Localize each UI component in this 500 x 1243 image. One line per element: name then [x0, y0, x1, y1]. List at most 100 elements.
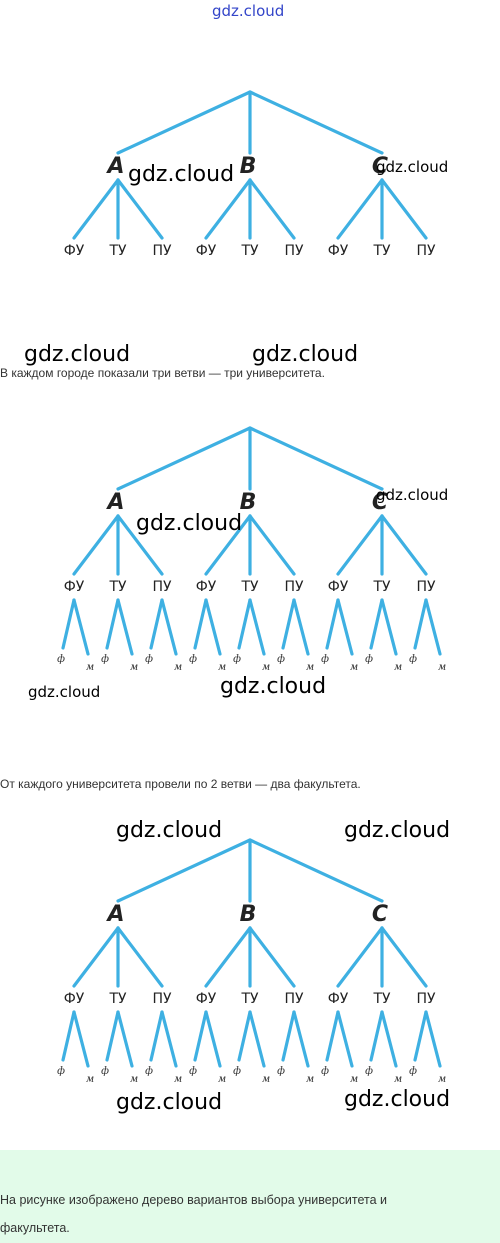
d2-uni-label-2-0: ФУ — [328, 579, 349, 595]
d3-city-label-1: B — [240, 902, 257, 927]
d2-uni-label-1-2: ПУ — [284, 579, 304, 595]
d2-uni-label-1-0: ФУ — [196, 579, 217, 595]
d2-edge-fac-f-0-1 — [105, 598, 120, 650]
d2-uni-label-0-1: ТУ — [108, 579, 127, 595]
d1-edge-city-1-uni-2 — [248, 178, 296, 240]
d2-fac-label-m-0-0: м — [86, 662, 94, 673]
d3-edge-fac-f-1-1 — [237, 1010, 252, 1062]
d3-edge-fac-f-2-2 — [413, 1010, 428, 1062]
d2-fac-label-m-2-0: м — [350, 662, 358, 673]
d2-edge-fac-m-2-2 — [424, 598, 442, 656]
d3-edge-city-2-uni-0 — [336, 926, 384, 988]
d3-city-label-0: A — [105, 902, 124, 927]
d3-edge-fac-m-2-0 — [336, 1010, 354, 1068]
d1-edge-city-0-uni-2 — [116, 178, 164, 240]
d2-edge-fac-m-1-2 — [292, 598, 310, 656]
d3-edge-fac-f-1-0 — [193, 1010, 208, 1062]
d2-edge-fac-m-0-1 — [116, 598, 134, 656]
d2-fac-label-f-0-0: ф — [57, 654, 65, 665]
d2-fac-label-m-1-0: м — [218, 662, 226, 673]
watermark-diagram3-top-right: gdz.cloud — [344, 818, 451, 843]
watermark-section-left: gdz.cloud — [24, 342, 131, 367]
d1-edge-city-2-uni-2 — [380, 178, 428, 240]
d2-edge-fac-m-0-2 — [160, 598, 178, 656]
d3-fac-label-m-0-1: м — [130, 1074, 138, 1085]
watermark-diagram1-right: gdz.cloud — [376, 158, 449, 176]
watermark-diagram3-bottom-left: gdz.cloud — [116, 1090, 223, 1115]
d2-fac-label-f-2-2: ф — [409, 654, 417, 665]
d2-edge-city-2-uni-0 — [336, 514, 384, 576]
d3-fac-label-m-0-2: м — [174, 1074, 182, 1085]
d3-uni-label-2-1: ТУ — [372, 991, 391, 1007]
d1-edge-root-2 — [248, 90, 384, 155]
watermark-diagram2-bottom-mid: gdz.cloud — [220, 674, 327, 699]
d2-city-label-2: C — [372, 490, 388, 515]
d3-edge-city-0-uni-0 — [72, 926, 120, 988]
d3-edge-city-0-uni-2 — [116, 926, 164, 988]
d3-edge-fac-f-1-2 — [281, 1010, 296, 1062]
d3-fac-label-f-0-2: ф — [145, 1066, 153, 1077]
d2-edge-fac-m-2-0 — [336, 598, 354, 656]
d3-fac-label-f-2-1: ф — [365, 1066, 373, 1077]
d2-city-label-1: B — [240, 490, 257, 515]
d2-fac-label-f-1-1: ф — [233, 654, 241, 665]
d2-edge-fac-m-1-1 — [248, 598, 266, 656]
d2-fac-label-m-0-1: м — [130, 662, 138, 673]
d2-uni-label-2-2: ПУ — [416, 579, 436, 595]
d3-fac-label-f-0-1: ф — [101, 1066, 109, 1077]
d2-edge-fac-m-0-0 — [72, 598, 90, 656]
d2-edge-fac-f-0-2 — [149, 598, 164, 650]
d3-uni-label-0-1: ТУ — [108, 991, 127, 1007]
d3-edge-fac-m-0-0 — [72, 1010, 90, 1068]
d2-edge-city-0-uni-2 — [116, 514, 164, 576]
d3-fac-label-f-0-0: ф — [57, 1066, 65, 1077]
caption-step1: В каждом городе показали три ветви — три… — [0, 366, 325, 380]
d3-uni-label-2-2: ПУ — [416, 991, 436, 1007]
d2-fac-label-m-1-2: м — [306, 662, 314, 673]
d3-fac-label-f-2-0: ф — [321, 1066, 329, 1077]
d2-fac-label-f-2-1: ф — [365, 654, 373, 665]
d1-uni-label-0-2: ПУ — [152, 243, 172, 259]
d3-fac-label-f-1-0: ф — [189, 1066, 197, 1077]
d2-fac-label-f-1-0: ф — [189, 654, 197, 665]
d1-edge-city-0-uni-0 — [72, 178, 120, 240]
watermark-diagram2-bottom-left: gdz.cloud — [28, 683, 101, 701]
d3-uni-label-1-1: ТУ — [240, 991, 259, 1007]
d3-edge-city-2-uni-2 — [380, 926, 428, 988]
d2-fac-label-f-0-1: ф — [101, 654, 109, 665]
d1-city-label-2: C — [372, 154, 388, 179]
d3-fac-label-m-0-0: м — [86, 1074, 94, 1085]
d2-edge-fac-m-2-1 — [380, 598, 398, 656]
d3-edge-fac-f-0-2 — [149, 1010, 164, 1062]
watermark-section-mid: gdz.cloud — [252, 342, 359, 367]
d2-edge-fac-f-2-0 — [325, 598, 340, 650]
d1-uni-label-0-1: ТУ — [108, 243, 127, 259]
d2-uni-label-1-1: ТУ — [240, 579, 259, 595]
d2-edge-fac-m-1-0 — [204, 598, 222, 656]
conclusion-line2: факультета. — [0, 1221, 70, 1235]
d2-edge-fac-f-1-2 — [281, 598, 296, 650]
d3-fac-label-m-1-2: м — [306, 1074, 314, 1085]
d3-fac-label-f-1-2: ф — [277, 1066, 285, 1077]
d2-edge-fac-f-0-0 — [61, 598, 76, 650]
d3-fac-label-m-2-2: м — [438, 1074, 446, 1085]
d2-edge-fac-f-2-1 — [369, 598, 384, 650]
watermark-diagram2-mid: gdz.cloud — [136, 511, 243, 536]
watermark-diagram3-top-left: gdz.cloud — [116, 818, 223, 843]
d1-uni-label-1-2: ПУ — [284, 243, 304, 259]
d2-edge-city-0-uni-0 — [72, 514, 120, 576]
d2-fac-label-m-2-2: м — [438, 662, 446, 673]
d3-uni-label-0-2: ПУ — [152, 991, 172, 1007]
d3-edge-fac-m-2-1 — [380, 1010, 398, 1068]
d3-edge-fac-m-0-1 — [116, 1010, 134, 1068]
d3-fac-label-f-2-2: ф — [409, 1066, 417, 1077]
conclusion-box: На рисунке изображено дерево вариантов в… — [0, 1150, 500, 1243]
d2-uni-label-2-1: ТУ — [372, 579, 391, 595]
d2-edge-city-1-uni-2 — [248, 514, 296, 576]
d3-uni-label-1-2: ПУ — [284, 991, 304, 1007]
